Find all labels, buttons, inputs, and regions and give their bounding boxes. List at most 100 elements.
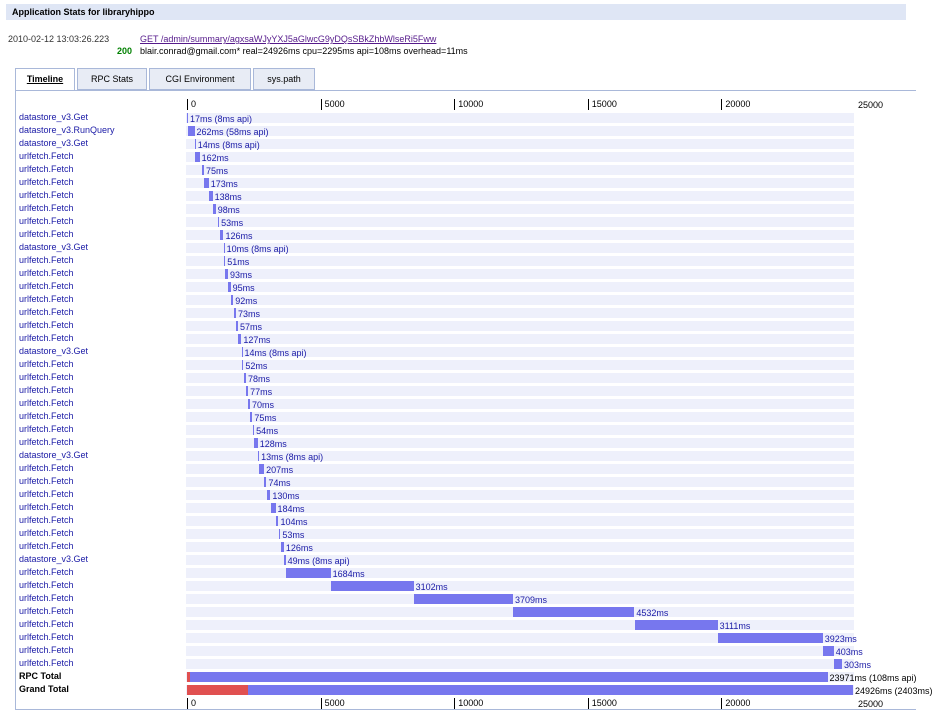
tab-sys-path[interactable]: sys.path [253,68,315,90]
rpc-call-label[interactable]: datastore_v3.Get [19,242,89,252]
rpc-call-label[interactable]: urlfetch.Fetch [19,203,74,213]
rpc-call-label[interactable]: urlfetch.Fetch [19,463,74,473]
rpc-duration-bar [264,477,267,487]
rpc-duration-bar [187,126,195,136]
tab-rpc-stats[interactable]: RPC Stats [77,68,147,90]
rpc-call-label[interactable]: urlfetch.Fetch [19,177,74,187]
rpc-call-label[interactable]: urlfetch.Fetch [19,515,74,525]
rpc-call-label[interactable]: urlfetch.Fetch [19,632,74,642]
timeline-track [186,633,854,643]
duration-label: 303ms [843,660,871,670]
rpc-duration-bar [833,659,842,669]
rpc-duration-bar [236,321,238,331]
rpc-call-label[interactable]: urlfetch.Fetch [19,333,74,343]
timeline-track [186,165,854,175]
timeline-track [186,113,854,123]
rpc-call-label[interactable]: datastore_v3.Get [19,554,89,564]
axis-tick-label: 15000 [587,698,617,709]
rpc-duration-bar [250,412,253,422]
rpc-duration-bar [243,373,246,383]
duration-label: 93ms [229,270,252,280]
rpc-call-label[interactable]: datastore_v3.Get [19,112,89,122]
rpc-call-label[interactable]: urlfetch.Fetch [19,567,74,577]
rpc-call-label[interactable]: urlfetch.Fetch [19,255,74,265]
rpc-call-label[interactable]: urlfetch.Fetch [19,606,74,616]
rpc-duration-bar [194,139,196,149]
rpc-call-label[interactable]: urlfetch.Fetch [19,502,74,512]
tab-cgi-environment[interactable]: CGI Environment [149,68,251,90]
duration-label: 10ms (8ms api) [226,244,289,254]
rpc-call-label[interactable]: urlfetch.Fetch [19,320,74,330]
total-bar [187,672,828,682]
rpc-call-label[interactable]: urlfetch.Fetch [19,541,74,551]
rpc-call-label[interactable]: urlfetch.Fetch [19,489,74,499]
rpc-duration-bar [225,269,228,279]
rpc-call-label[interactable]: urlfetch.Fetch [19,268,74,278]
rpc-duration-bar [195,152,200,162]
timeline-track [186,646,854,656]
timeline-track [186,347,854,357]
duration-label: 13ms (8ms api) [261,452,324,462]
rpc-duration-bar [275,516,279,526]
rpc-call-label[interactable]: urlfetch.Fetch [19,281,74,291]
rpc-call-label[interactable]: urlfetch.Fetch [19,294,74,304]
duration-label: 126ms [285,543,313,553]
duration-label: 127ms [243,335,271,345]
rpc-call-label[interactable]: urlfetch.Fetch [19,190,74,200]
rpc-call-label[interactable]: urlfetch.Fetch [19,372,74,382]
rpc-call-label[interactable]: datastore_v3.Get [19,138,89,148]
rpc-duration-bar [285,568,331,578]
rpc-call-label[interactable]: datastore_v3.Get [19,346,89,356]
rpc-call-label[interactable]: urlfetch.Fetch [19,229,74,239]
duration-label: 4532ms [636,608,669,618]
rpc-call-label[interactable]: urlfetch.Fetch [19,385,74,395]
timeline-track [186,451,854,461]
rpc-call-label[interactable]: datastore_v3.RunQuery [19,125,115,135]
rpc-call-label[interactable]: urlfetch.Fetch [19,580,74,590]
duration-label: 130ms [272,491,300,501]
rpc-call-label[interactable]: urlfetch.Fetch [19,619,74,629]
timeline-track [186,438,854,448]
rpc-call-label[interactable]: urlfetch.Fetch [19,528,74,538]
timeline-track [186,386,854,396]
rpc-call-label[interactable]: urlfetch.Fetch [19,164,74,174]
axis-tick-label: 20000 [721,99,750,110]
duration-label: 3709ms [514,595,547,605]
tab-timeline[interactable]: Timeline [15,68,75,91]
rpc-call-label[interactable]: urlfetch.Fetch [19,216,74,226]
timeline-track [186,126,854,136]
timeline-track [186,243,854,253]
rpc-call-label[interactable]: urlfetch.Fetch [19,437,74,447]
rpc-call-label[interactable]: urlfetch.Fetch [19,424,74,434]
duration-label: 162ms [201,153,229,163]
duration-label: 70ms [252,400,275,410]
timeline-track [186,204,854,214]
rpc-call-label[interactable]: urlfetch.Fetch [19,398,74,408]
axis-tick-label: 0 [187,698,196,709]
timeline-track [186,503,854,513]
rpc-duration-bar [270,503,276,513]
rpc-call-label[interactable]: urlfetch.Fetch [19,307,74,317]
rpc-call-label[interactable]: urlfetch.Fetch [19,593,74,603]
axis-end-label: 25000 [858,100,884,110]
rpc-call-label[interactable]: urlfetch.Fetch [19,476,74,486]
total-row-label: RPC Total [19,671,62,681]
timeline-track [186,217,854,227]
rpc-call-label[interactable]: urlfetch.Fetch [19,411,74,421]
rpc-duration-bar [413,594,513,604]
rpc-call-label[interactable]: urlfetch.Fetch [19,645,74,655]
rpc-call-label[interactable]: urlfetch.Fetch [19,151,74,161]
timeline-track [186,529,854,539]
duration-label: 207ms [266,465,294,475]
duration-label: 14ms (8ms api) [244,348,307,358]
rpc-call-label[interactable]: urlfetch.Fetch [19,359,74,369]
duration-label: 73ms [237,309,260,319]
duration-label: 51ms [227,257,250,267]
axis-end-label: 25000 [858,699,884,709]
rpc-call-label[interactable]: datastore_v3.Get [19,450,89,460]
duration-label: 49ms (8ms api) [287,556,350,566]
total-row-label: Grand Total [19,684,69,694]
rpc-call-label[interactable]: urlfetch.Fetch [19,658,74,668]
timeline-track [186,334,854,344]
request-url-link[interactable]: GET /admin/summary/agxsaWJyYXJ5aGlwcG9yD… [140,34,437,44]
